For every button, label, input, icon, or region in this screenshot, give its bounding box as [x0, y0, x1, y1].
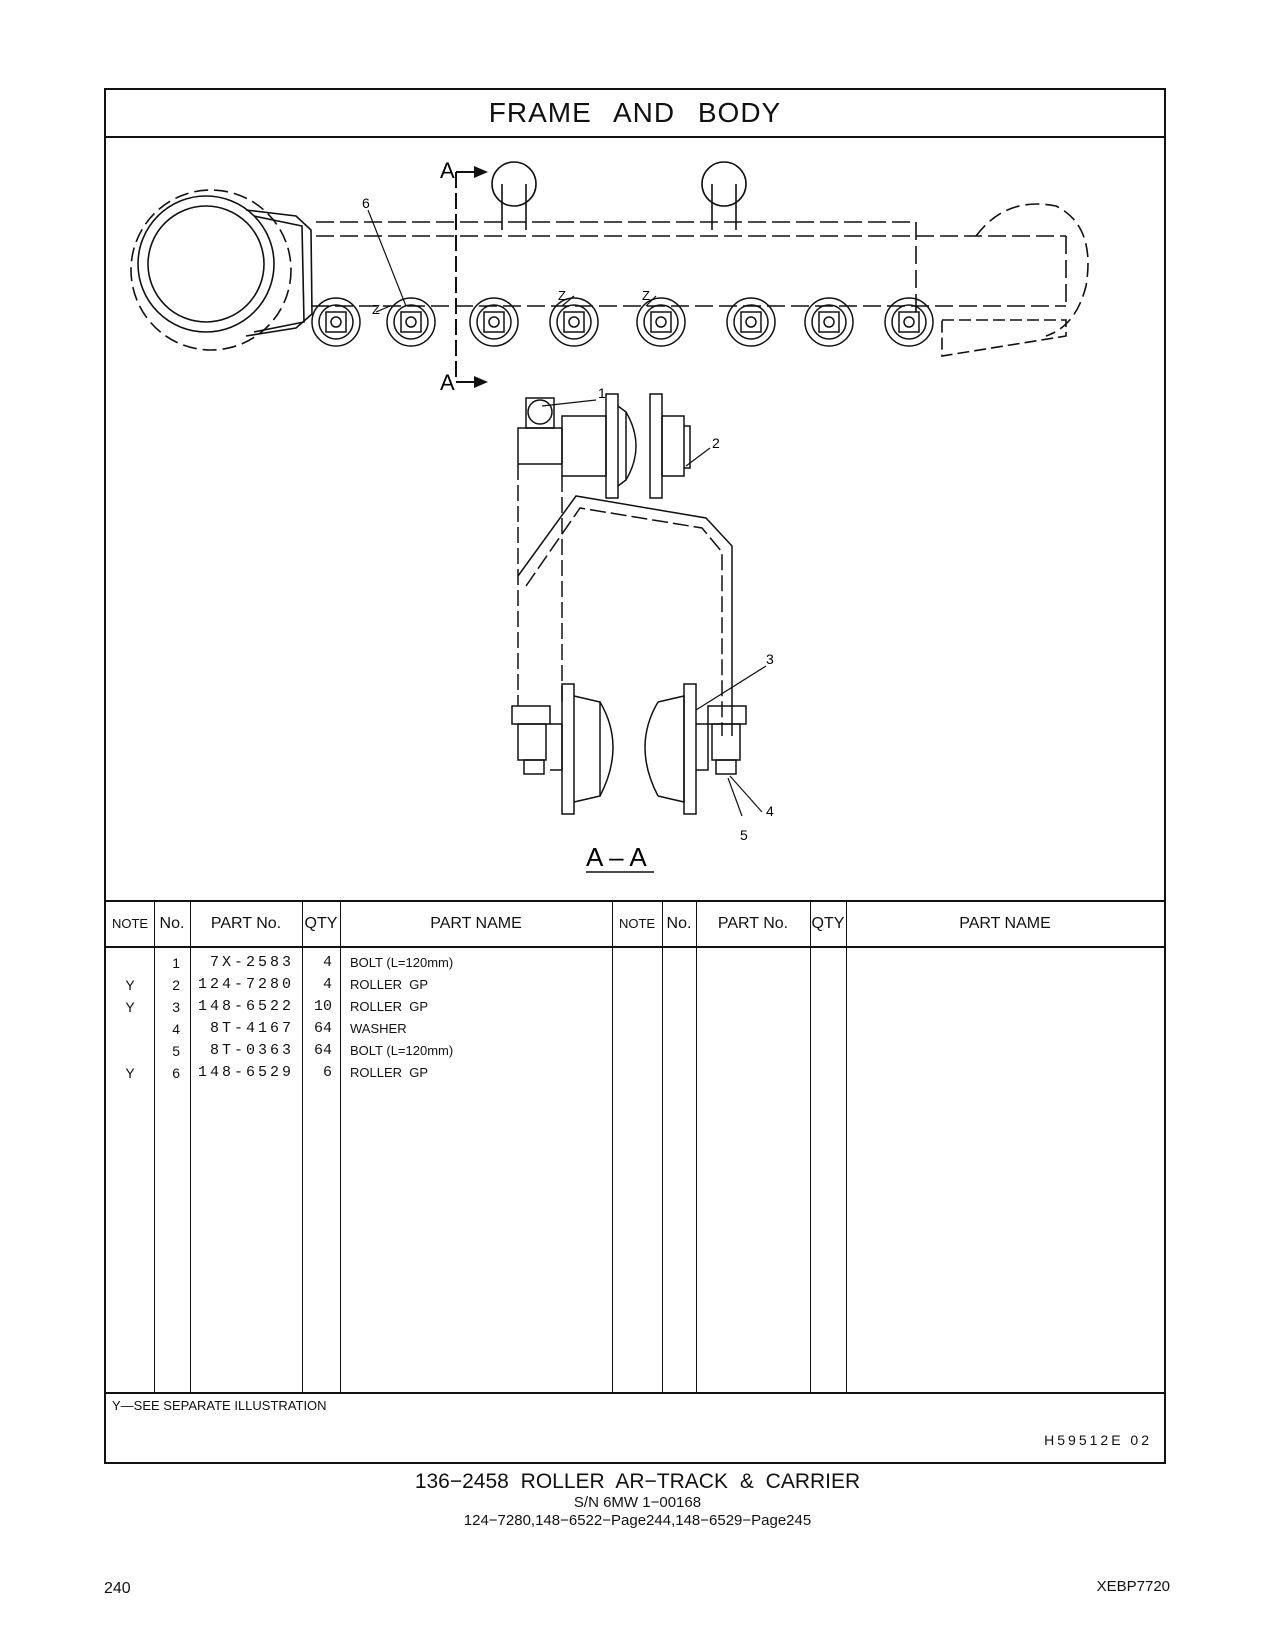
caption-serial: S/N 6MW 1−00168	[573, 1494, 702, 1511]
header-note: NOTE	[111, 916, 149, 931]
parts-illustration: A A 6 Z Z Z 1 2 3 4 5 A – A	[106, 136, 1164, 900]
section-marker-top: A	[440, 158, 455, 183]
callout-1: 1	[598, 385, 606, 401]
header-part-no-right: PART No.	[717, 915, 789, 932]
header-part-name: PART NAME	[430, 915, 522, 932]
parts-diagram-svg: A A 6 Z Z Z 1 2 3 4 5 A – A	[130, 158, 1089, 873]
caption-title: 136−2458 ROLLER AR−TRACK & CARRIER	[414, 1470, 861, 1493]
page-number: 240	[104, 1580, 131, 1597]
section-title: FRAME AND BODY	[106, 90, 1164, 138]
footnote: Y—SEE SEPARATE ILLUSTRATION	[112, 1398, 327, 1413]
zone-marker-3: Z	[642, 288, 650, 303]
callout-5: 5	[740, 827, 748, 843]
callout-4: 4	[766, 803, 774, 819]
callout-3: 3	[766, 651, 774, 667]
document-id: XEBP7720	[1096, 1578, 1170, 1595]
parts-page-frame: FRAME AND BODY	[104, 88, 1166, 1464]
section-view-label: A – A	[586, 842, 647, 872]
header-qty: QTY	[304, 915, 338, 932]
zone-marker-2: Z	[558, 288, 566, 303]
section-marker-bottom: A	[440, 370, 455, 395]
caption-references: 124−7280,148−6522−Page244,148−6529−Page2…	[463, 1512, 812, 1529]
callout-6: 6	[362, 195, 370, 211]
parts-table: NOTE No. PART No. QTY PART NAME NOTE No.…	[106, 900, 1164, 1394]
zone-marker-1: Z	[372, 302, 380, 317]
header-qty-right: QTY	[811, 915, 845, 932]
header-note-right: NOTE	[618, 916, 656, 931]
illustration-code: H59512E 02	[1044, 1432, 1152, 1448]
header-no-right: No.	[666, 915, 692, 932]
header-no: No.	[159, 915, 185, 932]
header-part-no: PART No.	[210, 915, 282, 932]
callout-2: 2	[712, 435, 720, 451]
header-part-name-right: PART NAME	[959, 915, 1051, 932]
